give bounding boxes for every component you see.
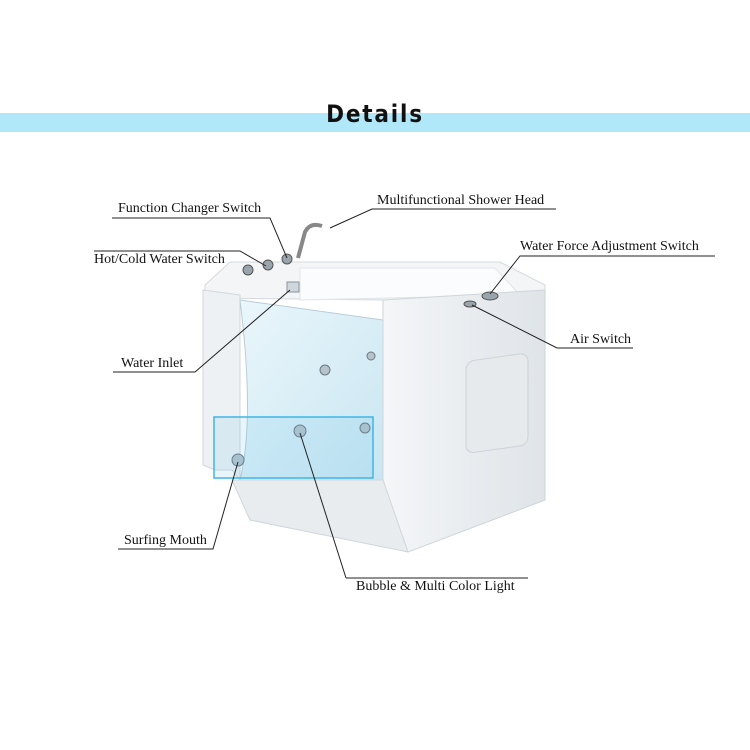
jet xyxy=(319,364,331,376)
label-bubble-light: Bubble & Multi Color Light xyxy=(356,579,515,594)
function-knob-2 xyxy=(281,253,293,265)
label-water-force-switch: Water Force Adjustment Switch xyxy=(520,239,699,254)
water-inlet xyxy=(286,281,300,293)
water-force-switch xyxy=(481,291,499,301)
title-band xyxy=(0,113,750,132)
label-air-switch: Air Switch xyxy=(570,332,632,347)
leader-lines xyxy=(94,208,715,579)
function-knob xyxy=(262,259,274,271)
highlight-box xyxy=(213,416,374,479)
jet xyxy=(231,453,245,467)
jet xyxy=(293,424,307,438)
hot-cold-knob xyxy=(242,264,254,276)
jet xyxy=(366,351,376,361)
page-title: Details xyxy=(326,100,424,128)
tub-base xyxy=(231,479,409,553)
label-function-changer-switch: Function Changer Switch xyxy=(118,201,262,216)
shower-head xyxy=(296,222,323,259)
jet xyxy=(359,422,371,434)
label-surfing-mouth: Surfing Mouth xyxy=(124,533,207,548)
label-hot-cold-water-switch: Hot/Cold Water Switch xyxy=(94,252,225,267)
tub-front-left xyxy=(202,289,241,482)
label-water-inlet: Water Inlet xyxy=(121,356,184,371)
side-panel-inset xyxy=(465,353,529,453)
label-shower-head: Multifunctional Shower Head xyxy=(377,193,545,208)
